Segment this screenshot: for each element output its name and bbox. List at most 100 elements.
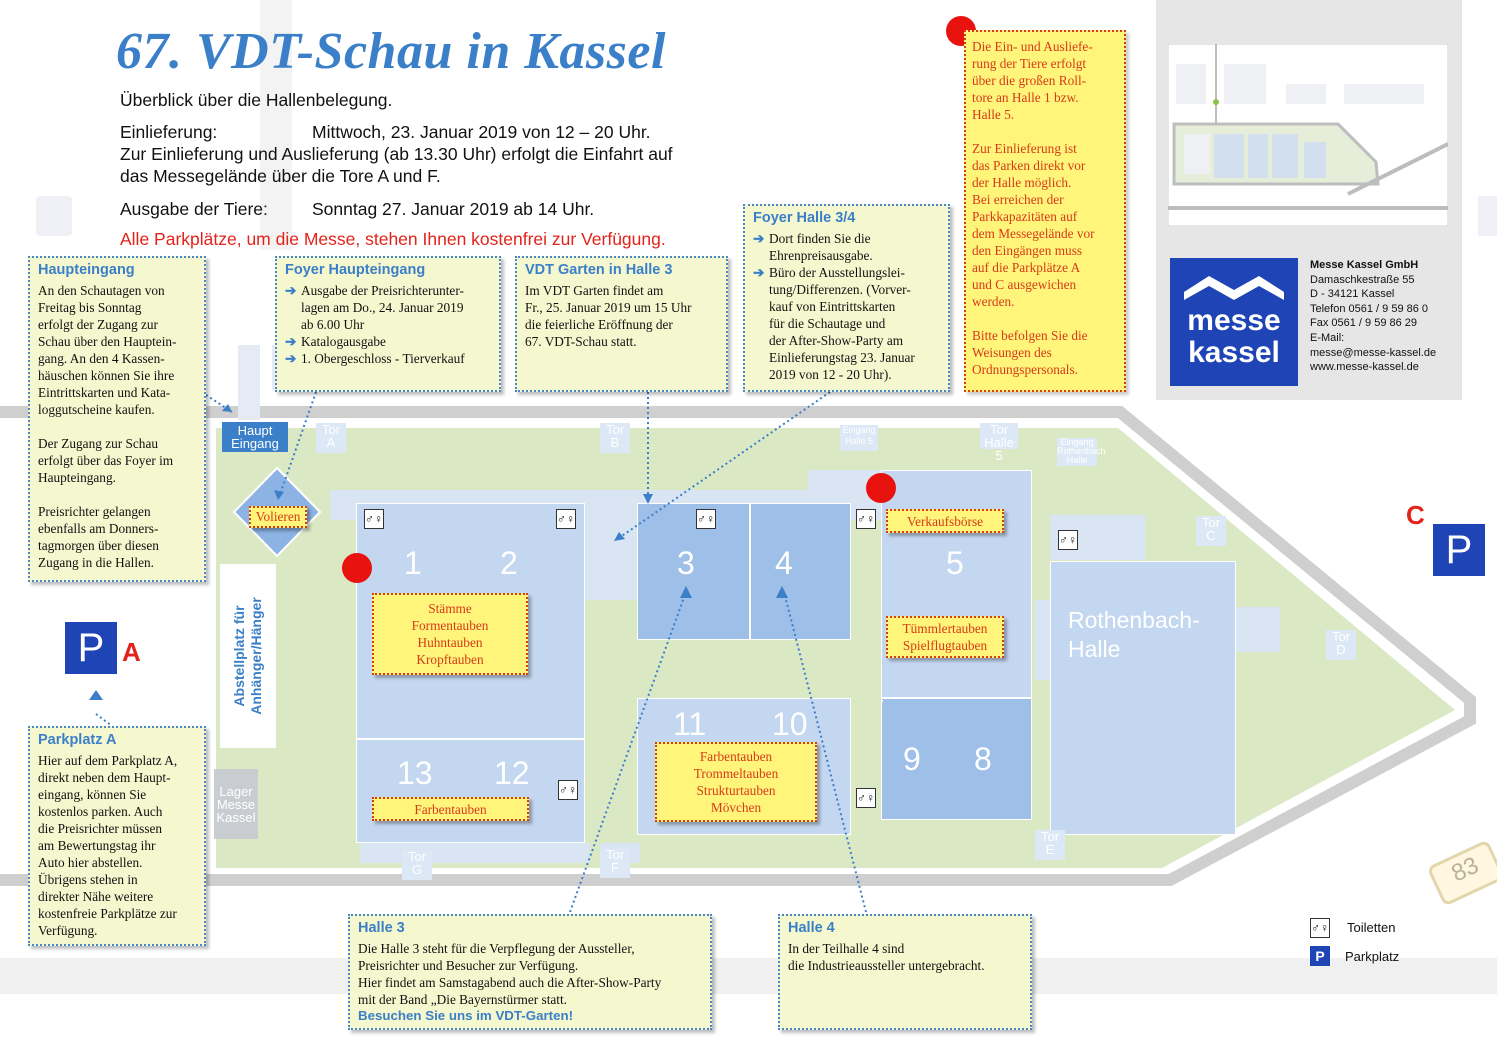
hall-11-number: 11 [673, 706, 707, 742]
foyer-haupteingang-item: ➔1. Obergeschloss - Tierverkauf [285, 351, 465, 366]
parking-a-letter: A [122, 637, 141, 667]
hall-1-number: 1 [404, 545, 422, 581]
tor-halle-5: Tor Halle 5 [980, 423, 1018, 462]
company-website[interactable]: www.messe-kassel.de [1310, 361, 1419, 374]
arrow-right-icon: ➔ [285, 334, 297, 349]
overview-minimap [1168, 44, 1448, 226]
einfahrt-line-2: das Messegelände über die Tore A und F. [120, 166, 441, 186]
verkaufsboerse-label: Verkaufsbörse [886, 509, 1004, 533]
company-panel: messe kassel Messe Kassel GmbH Damaschke… [1156, 0, 1462, 400]
halle4-box: Halle 4 In der Teilhalle 4 sind die Indu… [778, 914, 1032, 1030]
overview-text: Überblick über die Hallenbelegung. [120, 90, 393, 110]
vdt-garten-text: Im VDT Garten findet am Fr., 25. Januar … [525, 283, 692, 349]
parking-c-letter: C [1406, 500, 1425, 530]
lager-messe-kassel: Lager Messe Kassel [214, 769, 258, 839]
hall-12-number: 12 [494, 755, 530, 791]
ausgabe-value: Sonntag 27. Januar 2019 ab 14 Uhr. [312, 199, 595, 219]
legend-parking-icon: P [1315, 948, 1325, 964]
hall-4 [750, 503, 851, 640]
foyer-hall-5 [881, 700, 883, 702]
foyer-haupteingang-title: Foyer Haupteingang [285, 262, 426, 278]
logo-roof-icon [1184, 276, 1284, 300]
company-fax: Fax 0561 / 9 59 86 29 [1310, 317, 1418, 330]
toilet-icon: ♂♀ [556, 509, 576, 529]
hall-8-number: 8 [974, 741, 992, 777]
company-name: Messe Kassel GmbH [1310, 259, 1419, 271]
foyer-haupteingang-box: Foyer Haupteingang ➔Ausgabe der Preisric… [275, 256, 501, 392]
tor-a: Tor A [316, 423, 346, 453]
tor-f: Tor F [600, 848, 630, 878]
arrow-right-icon: ➔ [753, 231, 765, 246]
toilet-icon: ♂♀ [696, 509, 716, 529]
tor-c: Tor C [1196, 516, 1226, 546]
einlieferung-label: Einlieferung: [120, 122, 218, 142]
halle3-text: Die Halle 3 steht für die Verpflegung de… [358, 941, 662, 1007]
halle-12-13-breeds-label: Farbentauben [372, 797, 529, 821]
haupteingang-title: Haupteingang [38, 262, 135, 278]
messe-kassel-logo: messe kassel [1170, 258, 1298, 386]
toilet-icon: ♂♀ [856, 788, 876, 808]
haupteingang-box: Haupteingang An den Schautagen von Freit… [28, 256, 206, 582]
haupt-eingang-gate: Haupt Eingang [222, 422, 288, 452]
hall-4-number: 4 [775, 545, 793, 581]
hall-12-13 [356, 739, 585, 843]
parkplatz-a-text: Hier auf dem Parkplatz A, direkt neben d… [38, 753, 178, 938]
halle-5-breeds-label: Tümmlertauben Spielflugtauben [886, 616, 1004, 658]
company-address: Messe Kassel GmbH Damaschkestraße 55 D -… [1310, 258, 1436, 375]
halle-1-2-breeds-label: Stämme Formentauben Huhntauben Kropftaub… [372, 593, 528, 675]
tor-d: Tor D [1326, 630, 1356, 660]
hall-8-9 [881, 698, 1032, 820]
hall-3 [637, 503, 750, 640]
abstellplatz-area [220, 564, 276, 748]
delivery-note-box: Die Ein- und Ausliefe- rung der Tiere er… [964, 30, 1126, 392]
ausgabe-label: Ausgabe der Tiere: [120, 199, 268, 219]
company-city: D - 34121 Kassel [1310, 288, 1395, 301]
eingang-rothenbach: Eingang Rothenbach Halle [1057, 437, 1106, 466]
foyer-halle34-title: Foyer Halle 3/4 [753, 210, 856, 226]
rothenbach-halle [1050, 561, 1236, 835]
tor-b: Tor B [600, 423, 630, 453]
vdt-garten-link: Besuchen Sie uns im VDT-Garten! [358, 1008, 574, 1023]
foyer-halle34-item: ➔Dort finden Sie die Ehrenpreisausgabe. [753, 231, 873, 263]
tor-g: Tor G [402, 850, 432, 880]
toilet-icon: ♂♀ [364, 509, 384, 529]
logo-text-1: messe [1187, 304, 1281, 337]
logo-text-2: kassel [1188, 336, 1280, 369]
hall-10-number: 10 [772, 706, 808, 742]
hall-9-number: 9 [903, 741, 921, 777]
foyer-haupteingang-item: ➔Ausgabe der Preisrichterunter- lagen am… [285, 283, 464, 332]
company-street: Damaschkestraße 55 [1310, 273, 1415, 286]
company-phone: Telefon 0561 / 9 59 86 0 [1310, 302, 1429, 315]
haupteingang-text: An den Schautagen von Freitag bis Sonnta… [38, 283, 177, 570]
eingang-halle-5: Eingang Halle 5 [840, 425, 878, 451]
parking-note: Alle Parkplätze, um die Messe, stehen Ih… [120, 229, 666, 249]
delivery-marker-hall-1 [342, 553, 372, 583]
delivery-marker-hall-5 [866, 473, 896, 503]
hall-5 [881, 470, 1032, 698]
halle4-title: Halle 4 [788, 920, 835, 936]
toilet-icon: ♂♀ [558, 780, 578, 800]
legend-toilet-icon: ♂♀ [1310, 918, 1330, 938]
foyer-haupteingang-item: ➔Katalogausgabe [285, 334, 386, 349]
hall-3-number: 3 [677, 545, 695, 581]
halle-10-11-breeds-label: Farbentauben Trommeltauben Strukturtaube… [655, 742, 817, 822]
halle4-text: In der Teilhalle 4 sind die Industrieaus… [788, 941, 985, 973]
hall-13-number: 13 [397, 755, 433, 791]
halle3-box: Halle 3 Die Halle 3 steht für die Verpfl… [348, 914, 712, 1030]
hall-5-number: 5 [946, 545, 964, 581]
foyer-halle34-item: ➔Büro der Ausstellungslei- tung/Differen… [753, 265, 915, 382]
company-email[interactable]: messe@messe-kassel.de [1310, 346, 1437, 359]
einlieferung-value: Mittwoch, 23. Januar 2019 von 12 – 20 Uh… [312, 122, 651, 142]
tor-e: Tor E [1035, 830, 1065, 860]
volieren-label: Volieren [249, 506, 307, 528]
rothenbach-halle-name: Rothenbach- Halle [1068, 607, 1200, 662]
vdt-garten-title: VDT Garten in Halle 3 [525, 262, 673, 278]
foyer-halle34-box: Foyer Halle 3/4 ➔Dort finden Sie die Ehr… [743, 204, 950, 392]
toilet-icon: ♂♀ [1058, 530, 1078, 550]
einfahrt-line-1: Zur Einlieferung und Auslieferung (ab 13… [120, 144, 673, 164]
arrow-right-icon: ➔ [285, 351, 297, 366]
legend-parking-label: Parkplatz [1345, 949, 1400, 964]
parking-c-icon: P [1433, 524, 1485, 576]
arrow-right-icon: ➔ [753, 265, 765, 280]
